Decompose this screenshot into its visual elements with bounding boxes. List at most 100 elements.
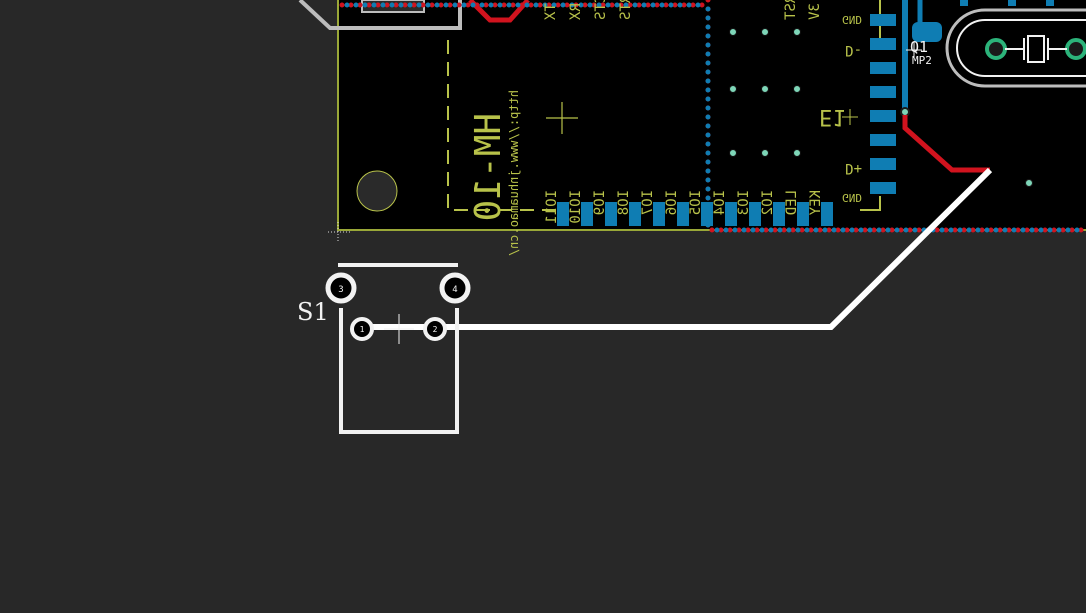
top-copper-trace bbox=[468, 0, 530, 23]
crystal-pad-2[interactable] bbox=[1065, 38, 1086, 60]
smd-pad-top-right[interactable] bbox=[960, 0, 968, 6]
pin-label-bottom: IO4 bbox=[712, 190, 728, 215]
via bbox=[761, 85, 769, 93]
pin-label-bottom: IO5 bbox=[688, 190, 704, 215]
pin-label-bottom-text: LED bbox=[784, 190, 800, 215]
smd-pad[interactable] bbox=[605, 202, 617, 226]
pin-labels-side: GND D- D+ GND bbox=[842, 13, 862, 204]
smd-pad-side[interactable] bbox=[870, 134, 896, 146]
pin-label-bottom: IO11 bbox=[544, 190, 560, 224]
module-title: HM-10 bbox=[468, 113, 509, 221]
pin-label-bottom-text: IO10 bbox=[568, 190, 584, 224]
pin-label-bottom-text: IO9 bbox=[592, 190, 608, 215]
pin-label-bottom-text: IO2 bbox=[760, 190, 776, 215]
pin-label-top-text: TX bbox=[543, 3, 559, 20]
smd-pad-top-right[interactable] bbox=[1046, 0, 1054, 6]
switch-pad-2-label: 2 bbox=[433, 325, 438, 334]
pad-q1[interactable] bbox=[912, 22, 942, 42]
via bbox=[729, 28, 737, 36]
smd-pad[interactable] bbox=[581, 202, 593, 226]
top-copper-trace-2 bbox=[902, 115, 990, 173]
pin-label-bottom-text: IO8 bbox=[616, 190, 632, 215]
switch-pad-2[interactable]: 2 bbox=[423, 317, 447, 341]
smd-pad-side[interactable] bbox=[870, 158, 896, 170]
switch-pad-1-label: 1 bbox=[360, 325, 365, 334]
designator-s1: S1 bbox=[297, 298, 329, 326]
pin-label-bottom: LED bbox=[784, 190, 800, 215]
smd-pad-side[interactable] bbox=[870, 110, 896, 122]
pin-label-top-text: RX bbox=[568, 3, 584, 20]
switch-pad-3-label: 3 bbox=[338, 285, 343, 295]
pin-label-side: D- bbox=[845, 42, 862, 58]
via bbox=[793, 28, 801, 36]
via bbox=[761, 149, 769, 157]
via bbox=[900, 107, 910, 117]
via bbox=[1025, 179, 1033, 187]
smd-pad-side[interactable] bbox=[870, 62, 896, 74]
crystal-q1 bbox=[945, 8, 1086, 88]
pin-label-bottom: IO9 bbox=[592, 190, 608, 215]
pin-label-bottom-text: IO5 bbox=[688, 190, 704, 215]
pin-labels-top-right: RST+3.3V bbox=[783, 0, 823, 21]
package-mp2: MP2 bbox=[912, 54, 932, 67]
pin-label-side-text: D- bbox=[845, 42, 862, 58]
crosshair-icon bbox=[906, 42, 922, 58]
via bbox=[729, 149, 737, 157]
pin-label-bottom: IO6 bbox=[664, 190, 680, 215]
pin-label-top-text: RTS bbox=[618, 0, 634, 20]
smd-pad-top-right[interactable] bbox=[1008, 0, 1016, 6]
crystal-pad-1[interactable] bbox=[985, 38, 1007, 60]
module-url-text: http://www.jnhuamao.cn/ bbox=[507, 90, 521, 256]
pin-label-bottom: IO2 bbox=[760, 190, 776, 215]
pin-label-side-text: GND bbox=[842, 13, 862, 26]
switch-s1 bbox=[338, 263, 459, 434]
smd-pad-side[interactable] bbox=[870, 182, 896, 194]
pin-label-bottom: IO10 bbox=[568, 190, 584, 224]
pin-label-bottom-text: IO11 bbox=[544, 190, 560, 224]
designator-q1: Q1 bbox=[910, 38, 928, 56]
smd-pad[interactable] bbox=[773, 202, 785, 226]
switch-pad-1[interactable]: 1 bbox=[350, 317, 374, 341]
crosshair-icon bbox=[384, 314, 414, 344]
switch-pad-3[interactable]: 3 bbox=[325, 272, 357, 304]
pin-label-top: RTS bbox=[618, 0, 634, 20]
board-area bbox=[338, 0, 1086, 230]
smd-pad[interactable] bbox=[557, 202, 569, 226]
smd-pad[interactable] bbox=[677, 202, 689, 226]
smd-pad[interactable] bbox=[629, 202, 641, 226]
smd-pad-side[interactable] bbox=[870, 38, 896, 50]
pin-label-side: D+ bbox=[845, 160, 862, 176]
pin-label-bottom: IO7 bbox=[640, 190, 656, 215]
mounting-hole-icon bbox=[356, 170, 398, 212]
smd-pad[interactable] bbox=[653, 202, 665, 226]
via bbox=[729, 85, 737, 93]
pin-labels-top: TX RX CTS RTS bbox=[543, 0, 634, 21]
pin-label-top: CTS bbox=[593, 0, 609, 20]
package-mp2-text: MP2 bbox=[912, 54, 932, 67]
smd-pad[interactable] bbox=[725, 202, 737, 226]
pin-label-top: TX bbox=[543, 3, 559, 20]
pin-label-top-right: RST bbox=[783, 0, 799, 21]
module-url: http://www.jnhuamao.cn/ bbox=[507, 90, 521, 256]
smd-pads-side[interactable] bbox=[870, 14, 896, 194]
origin-marker bbox=[328, 222, 350, 242]
switch-pad-4[interactable]: 4 bbox=[439, 272, 471, 304]
smd-pad[interactable] bbox=[821, 202, 833, 226]
via bbox=[793, 85, 801, 93]
smd-pad[interactable] bbox=[797, 202, 809, 226]
pin-label-bottom-text: IO7 bbox=[640, 190, 656, 215]
pin-label-side: GND bbox=[842, 13, 862, 26]
pin-label-bottom-text: IO3 bbox=[736, 190, 752, 215]
smd-pad[interactable] bbox=[749, 202, 761, 226]
pin-label-side-text: D+ bbox=[845, 160, 862, 176]
designator-q1-text: Q1 bbox=[910, 38, 928, 56]
smd-pad-side[interactable] bbox=[870, 14, 896, 26]
smd-pad[interactable] bbox=[701, 202, 713, 226]
pour-boundary-top bbox=[339, 0, 1086, 233]
smd-pads-bottom[interactable] bbox=[557, 202, 833, 226]
pin-label-side: GND bbox=[842, 191, 862, 204]
smd-pad-side[interactable] bbox=[870, 86, 896, 98]
pin-label-bottom: IO3 bbox=[736, 190, 752, 215]
